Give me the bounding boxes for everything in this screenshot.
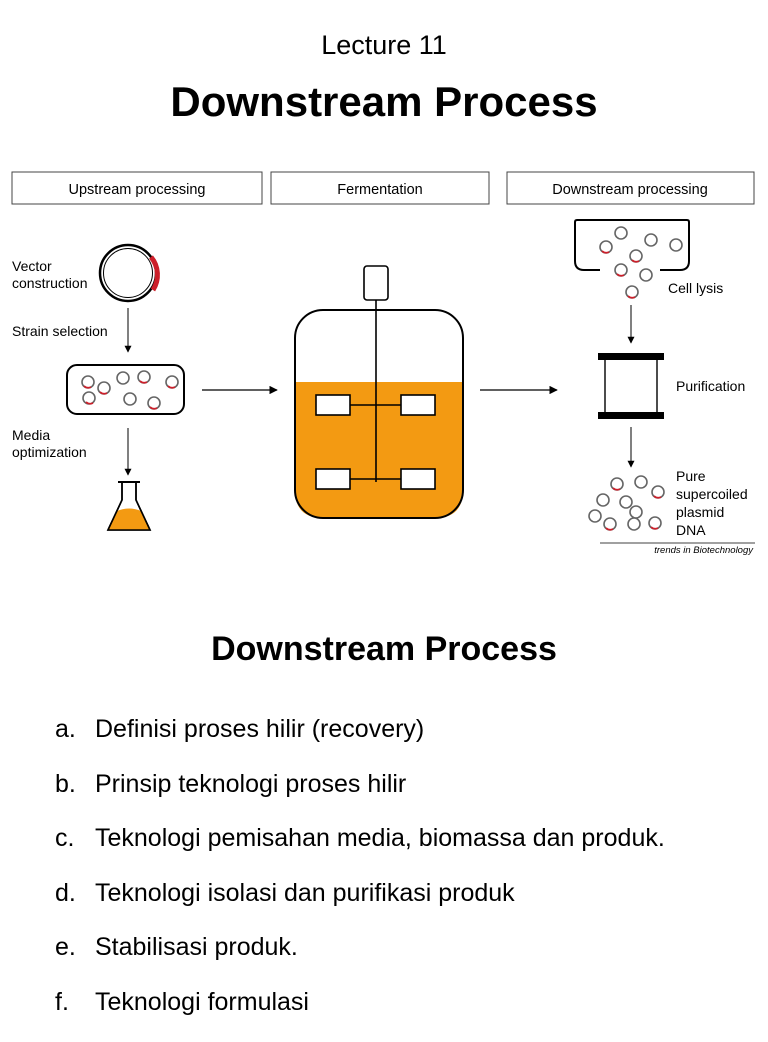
figure-credit: trends in Biotechnology: [654, 545, 754, 556]
pure-dna-label-2: supercoiled: [676, 486, 748, 502]
supercoiled-dna-icon: [589, 476, 664, 530]
list-item: a.Definisi proses hilir (recovery): [55, 715, 665, 770]
plasmid-vector-icon: [100, 245, 157, 301]
pure-dna-label-4: DNA: [676, 522, 706, 538]
section-title: Downstream Process: [0, 630, 768, 669]
purification-column-icon: [598, 353, 664, 419]
pure-dna-label: Pure: [676, 468, 706, 484]
list-item-label: e.: [55, 933, 95, 988]
list-item-text: Stabilisasi produk.: [95, 933, 298, 988]
list-item-label: f.: [55, 988, 95, 1042]
vector-construction-label-2: construction: [12, 275, 87, 291]
list-item-text: Teknologi pemisahan media, biomassa dan …: [95, 824, 665, 879]
topic-list: a.Definisi proses hilir (recovery) b.Pri…: [55, 715, 665, 1042]
list-item-label: b.: [55, 770, 95, 825]
fermenter-icon: [295, 266, 463, 518]
page-title: Downstream Process: [0, 78, 768, 126]
list-item-label: a.: [55, 715, 95, 770]
stage-label-fermentation: Fermentation: [337, 182, 422, 198]
list-item-text: Prinsip teknologi proses hilir: [95, 770, 406, 825]
purification-label: Purification: [676, 378, 745, 394]
stage-label-upstream: Upstream processing: [69, 182, 206, 198]
strain-selection-label: Strain selection: [12, 323, 108, 339]
list-item: e.Stabilisasi produk.: [55, 933, 665, 988]
list-item: f.Teknologi formulasi: [55, 988, 665, 1042]
list-item: d.Teknologi isolasi dan purifikasi produ…: [55, 879, 665, 934]
list-item-text: Teknologi isolasi dan purifikasi produk: [95, 879, 515, 934]
cell-lysis-label: Cell lysis: [668, 280, 723, 296]
list-item-text: Teknologi formulasi: [95, 988, 309, 1042]
list-item-text: Definisi proses hilir (recovery): [95, 715, 424, 770]
stage-label-downstream: Downstream processing: [552, 182, 708, 198]
list-item: b.Prinsip teknologi proses hilir: [55, 770, 665, 825]
vector-construction-label: Vector: [12, 258, 52, 274]
process-diagram: Upstream processing Fermentation Downstr…: [0, 160, 768, 560]
list-item-label: c.: [55, 824, 95, 879]
list-item-label: d.: [55, 879, 95, 934]
cell-culture-plate-icon: [67, 365, 184, 414]
pure-dna-label-3: plasmid: [676, 504, 724, 520]
media-optimization-label-2: optimization: [12, 444, 87, 460]
flask-icon: [108, 482, 150, 530]
media-optimization-label: Media: [12, 427, 50, 443]
lecture-number: Lecture 11: [0, 30, 768, 61]
list-item: c.Teknologi pemisahan media, biomassa da…: [55, 824, 665, 879]
